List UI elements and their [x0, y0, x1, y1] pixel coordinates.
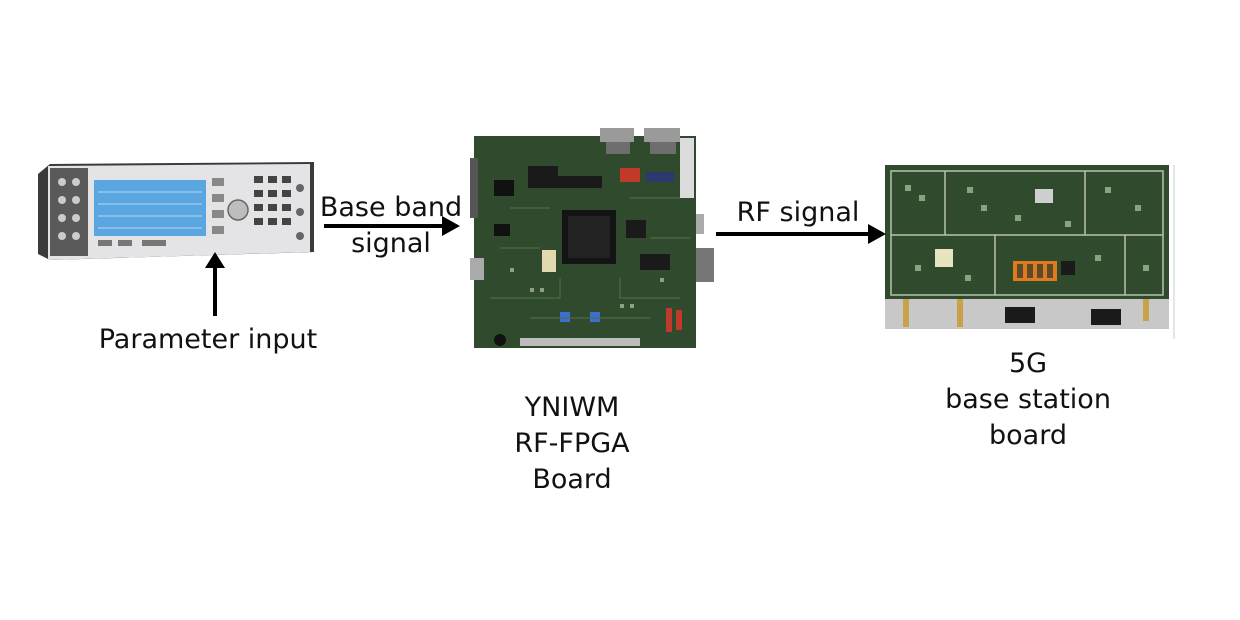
rf-signal-label: RF signal [736, 197, 860, 228]
base-station-board-icon [885, 165, 1175, 343]
rf-arrow [716, 224, 886, 244]
signal-generator-icon [38, 160, 314, 268]
baseband-arrow [324, 216, 460, 236]
parameter-arrow [205, 252, 225, 316]
baseband-signal-label: Base band signal [319, 192, 463, 259]
parameter-input-label: Parameter input [98, 324, 318, 355]
base-station-label: 5G base station board [945, 348, 1111, 451]
fpga-board-icon [470, 128, 720, 356]
fpga-board-label: YNIWM RF-FPGA Board [514, 392, 630, 495]
